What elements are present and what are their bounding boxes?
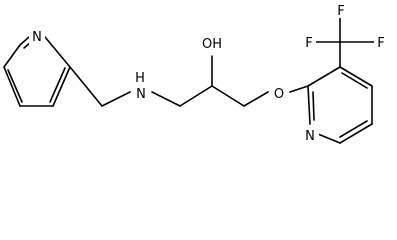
atom-labels: N H N OH O N F F F (29, 2, 388, 144)
bond (339, 66, 373, 87)
trifluoromethyl-group (315, 15, 375, 68)
bond (339, 120, 368, 138)
atom-label-f: F (337, 4, 344, 19)
bond (341, 72, 368, 89)
atom-label-f: F (305, 36, 312, 51)
bond (151, 91, 181, 107)
bond (243, 91, 269, 107)
atom-label-n: N (32, 30, 42, 45)
chemical-structure-diagram: N H N OH O N F F F (3, 2, 388, 144)
bond (312, 91, 315, 121)
bond (179, 85, 213, 107)
atom-label-o: O (274, 87, 284, 102)
atom-label-f: F (377, 36, 384, 51)
bond (307, 66, 341, 87)
atom-label-oh: OH (202, 37, 222, 52)
left-pyridine-ring (3, 36, 71, 107)
bond (101, 91, 131, 107)
bond (52, 66, 71, 107)
bond (289, 85, 309, 93)
bond (7, 69, 23, 103)
bond (3, 66, 21, 107)
bond (211, 85, 245, 107)
atom-label-n: N (305, 129, 315, 144)
bond (49, 67, 66, 103)
bond (69, 66, 103, 107)
atom-label-h: H (135, 71, 145, 86)
bond (339, 123, 373, 144)
atom-label-n: N (136, 87, 146, 102)
linker-chain (69, 55, 309, 107)
bond (19, 36, 30, 46)
bond (44, 36, 71, 68)
bond (317, 133, 341, 144)
right-pyridine-ring (307, 66, 373, 144)
bond (3, 44, 21, 68)
bond (307, 85, 311, 125)
